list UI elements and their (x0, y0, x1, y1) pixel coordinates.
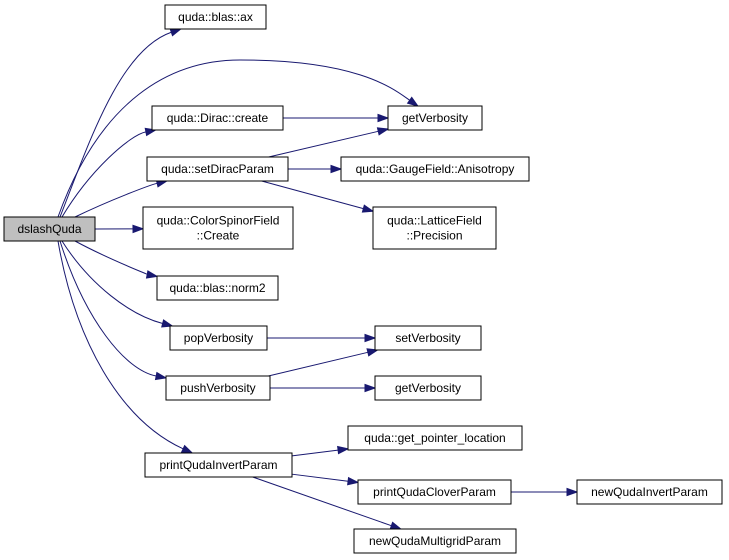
node-norm2[interactable]: quda::blas::norm2 (156, 275, 279, 301)
node-getVerbosity_bottom[interactable]: getVerbosity (374, 375, 482, 401)
node-label: printQudaInvertParam (159, 458, 277, 472)
node-dslashQuda[interactable]: dslashQuda (3, 216, 96, 242)
node-blas_ax[interactable]: quda::blas::ax (164, 4, 267, 30)
node-box (156, 275, 279, 301)
edge-dslashQuda-to-pushVerbosity (59, 240, 168, 381)
edge-printQudaInvertParam-to-get_pointer_location (291, 445, 350, 457)
node-box (387, 105, 483, 131)
node-box (151, 105, 284, 131)
edge-printQudaInvertParam-to-printQudaCloverParam (291, 473, 360, 486)
edge-dslashQuda-to-popVerbosity (61, 240, 174, 328)
node-box (347, 425, 523, 451)
node-newQudaInvertParam[interactable]: newQudaInvertParam (576, 479, 723, 505)
node-setVerbosity[interactable]: setVerbosity (374, 325, 482, 351)
edge-setDiracParam-to-anisotropy (288, 164, 343, 174)
node-label: getVerbosity (395, 381, 461, 395)
call-graph-nodes: dslashQuda quda::blas::axquda::Dirac::cre… (3, 4, 723, 554)
node-label: setVerbosity (395, 331, 460, 345)
node-box (146, 156, 289, 182)
node-box (374, 375, 482, 401)
edge-popVerbosity-to-setVerbosity (267, 333, 377, 343)
node-label: quda::blas::ax (178, 10, 253, 24)
node-label: popVerbosity (184, 331, 253, 345)
node-label: ::Precision (406, 229, 462, 243)
node-getVerbosity_top[interactable]: getVerbosity (387, 105, 483, 131)
edge-dslashQuda-to-norm2 (74, 240, 159, 279)
node-lf_precision[interactable]: quda::LatticeField::Precision (372, 206, 497, 250)
node-label: quda::LatticeField (387, 214, 482, 228)
node-newQudaMultigridParam[interactable]: newQudaMultigridParam (353, 528, 517, 554)
node-box (169, 325, 268, 351)
edge-dslashQuda-to-dirac_create (61, 127, 158, 218)
node-box (165, 375, 271, 401)
node-box (3, 216, 96, 242)
node-printQudaCloverParam[interactable]: printQudaCloverParam (357, 479, 512, 505)
node-box (374, 325, 482, 351)
node-label: printQudaCloverParam (373, 485, 496, 499)
node-label: quda::get_pointer_location (364, 431, 505, 445)
node-dirac_create[interactable]: quda::Dirac::create (151, 105, 284, 131)
node-box (576, 479, 723, 505)
node-pushVerbosity[interactable]: pushVerbosity (165, 375, 271, 401)
edge-dirac_create-to-getVerbosity_top (283, 113, 390, 123)
node-label: quda::ColorSpinorField (157, 214, 280, 228)
node-label: getVerbosity (402, 111, 468, 125)
node-label: newQudaInvertParam (591, 485, 708, 499)
edge-pushVerbosity-to-getVerbosity_bottom (270, 383, 377, 393)
node-box (164, 4, 267, 30)
node-get_pointer_location[interactable]: quda::get_pointer_location (347, 425, 523, 451)
node-csf_create[interactable]: quda::ColorSpinorField::Create (142, 206, 294, 250)
node-label: ::Create (197, 229, 240, 243)
edge-setDiracParam-to-getVerbosity_top (268, 127, 390, 158)
node-setDiracParam[interactable]: quda::setDiracParam (146, 156, 289, 182)
edge-printQudaCloverParam-to-newQudaInvertParam (511, 487, 579, 497)
edge-pushVerbosity-to-setVerbosity (268, 348, 380, 377)
node-popVerbosity[interactable]: popVerbosity (169, 325, 268, 351)
node-label: quda::GaugeField::Anisotropy (356, 162, 515, 176)
node-box (144, 452, 293, 478)
node-label: quda::setDiracParam (161, 162, 274, 176)
node-label: newQudaMultigridParam (369, 534, 501, 548)
node-printQudaInvertParam[interactable]: printQudaInvertParam (144, 452, 293, 478)
node-box (353, 528, 517, 554)
node-box (372, 206, 497, 250)
node-label: quda::Dirac::create (167, 111, 269, 125)
node-box (142, 206, 294, 250)
call-graph-edges (57, 28, 579, 530)
node-label: dslashQuda (17, 222, 81, 236)
node-box (340, 156, 530, 182)
edge-dslashQuda-to-csf_create (94, 224, 145, 234)
edge-setDiracParam-to-lf_precision (261, 180, 375, 213)
node-box (357, 479, 512, 505)
edge-dslashQuda-to-getVerbosity_top (57, 59, 420, 218)
node-label: quda::blas::norm2 (169, 281, 265, 295)
node-anisotropy[interactable]: quda::GaugeField::Anisotropy (340, 156, 530, 182)
node-label: pushVerbosity (180, 381, 255, 395)
